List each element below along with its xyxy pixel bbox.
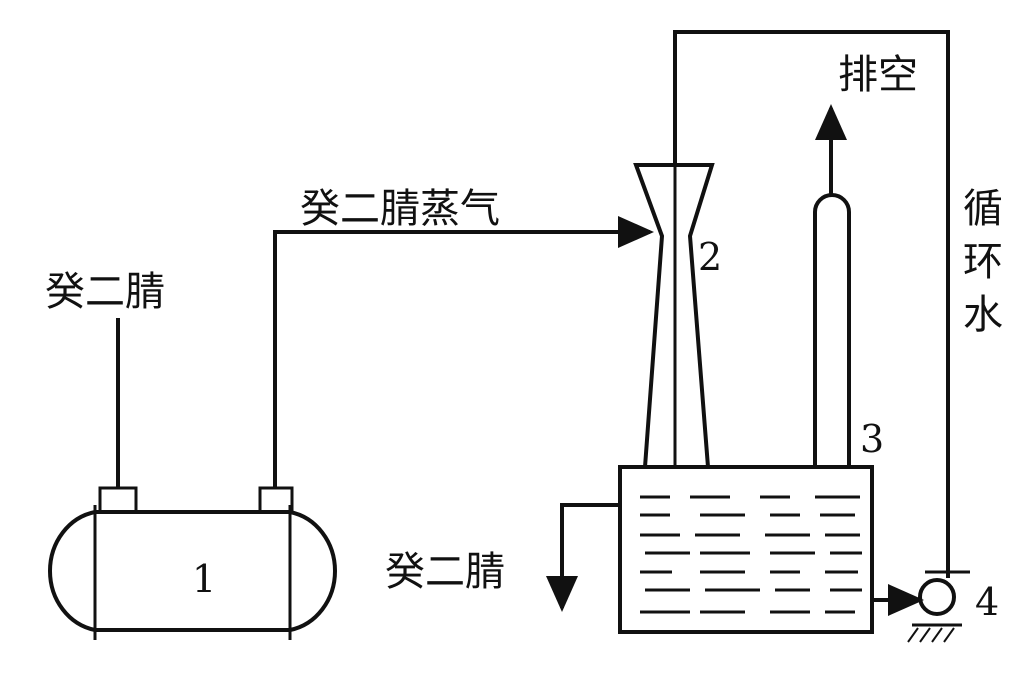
- vessel-number: 1: [192, 557, 216, 601]
- recycle-label-1: 循: [963, 186, 1003, 232]
- ejector-2: 2: [633, 163, 722, 469]
- storage-vessel-1: 1: [48, 486, 337, 640]
- ejector-number: 2: [698, 235, 722, 279]
- recycle-water-line: [673, 30, 950, 578]
- product-label: 癸二腈: [385, 549, 505, 595]
- recycle-label-2: 环: [963, 239, 1003, 285]
- pump-4: 4: [872, 570, 999, 643]
- vessel-inlet-nozzle: [98, 486, 138, 514]
- vent-label: 排空: [838, 52, 918, 98]
- vapor-label: 癸二腈蒸气: [300, 186, 500, 232]
- vessel-outlet-nozzle: [258, 486, 294, 514]
- pump-number: 4: [975, 580, 999, 624]
- column-3: 3: [813, 104, 884, 467]
- product-outlet-line: [546, 503, 620, 612]
- vapor-line: [273, 216, 654, 488]
- column-number: 3: [860, 417, 884, 461]
- recycle-label-3: 水: [963, 292, 1003, 338]
- feed-label: 癸二腈: [45, 269, 165, 315]
- liquid-tank: [618, 465, 874, 634]
